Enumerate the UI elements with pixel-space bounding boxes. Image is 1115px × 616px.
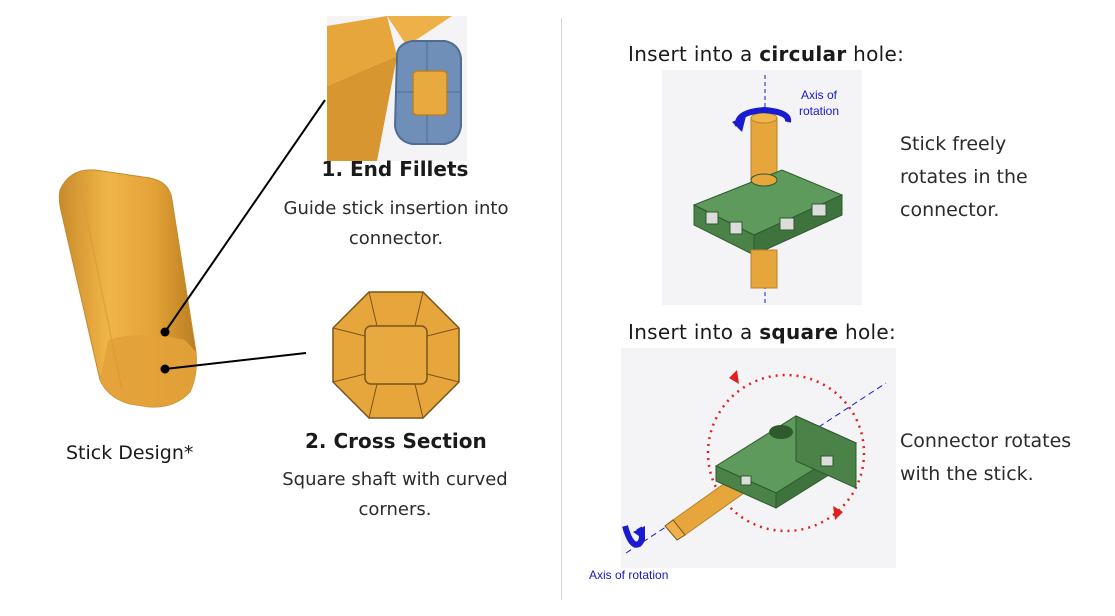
- feature-title-cross-section: 2. Cross Section: [305, 429, 487, 453]
- rotation-path: [706, 373, 866, 533]
- circular-axis-label: Axis of rotation: [798, 88, 840, 118]
- square-hole-description: Connector rotates with the stick.: [900, 430, 1072, 485]
- stick-caption: Stick Design*: [66, 442, 194, 464]
- vertical-divider: [561, 18, 562, 600]
- circular-hole-title: Insert into a circular hole:: [628, 42, 905, 66]
- square-axis-label: Axis of rotation: [589, 568, 669, 582]
- circular-hole-illustration: [662, 70, 862, 305]
- square-hole-illustration: [621, 348, 896, 568]
- square-hole-title: Insert into a square hole:: [628, 320, 897, 344]
- circular-hole-description: Stick freely rotates in the connector.: [900, 133, 1028, 221]
- fillet-marker: [160, 327, 170, 337]
- end-fillets-image: [327, 16, 467, 161]
- feature-desc-end-fillets: Guide stick insertion into connector.: [283, 198, 509, 249]
- feature-title-end-fillets: 1. End Fillets: [321, 157, 469, 181]
- feature-desc-cross-section: Square shaft with curved corners.: [282, 469, 508, 520]
- cross-section-marker: [160, 364, 170, 374]
- cross-section-image: [332, 291, 460, 419]
